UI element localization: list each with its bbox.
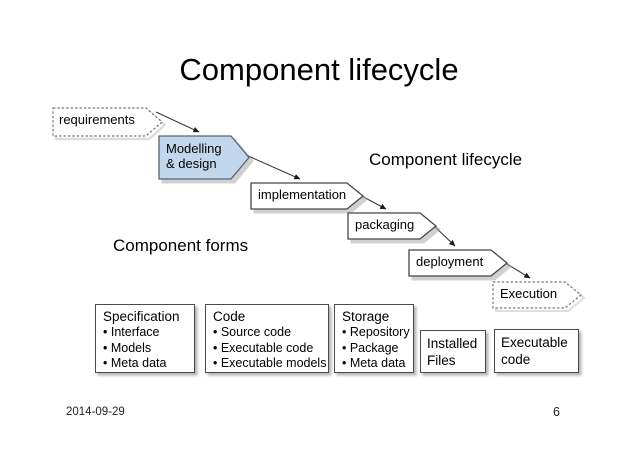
- caption-component-lifecycle: Component lifecycle: [369, 150, 523, 169]
- form-box-item: • Executable code: [213, 340, 314, 355]
- footer-date: 2014-09-29: [66, 406, 125, 418]
- chevron-shape-packaging: [347, 212, 442, 244]
- form-box-title: Installed Files: [427, 335, 478, 368]
- form-box-item: • Meta data: [342, 356, 406, 370]
- page-title: Component lifecycle: [179, 52, 459, 87]
- form-box-title: Code: [213, 309, 246, 324]
- caption-component-forms: Component forms: [113, 236, 249, 255]
- chevron-shape-requirements: [52, 107, 167, 141]
- form-box-specification[interactable]: Specification • Interface • Models • Met…: [95, 304, 195, 373]
- form-box-executable-code[interactable]: Executable code: [494, 329, 579, 373]
- form-box-item: • Package: [342, 340, 399, 355]
- form-box-storage[interactable]: Storage • Repository • Package • Meta da…: [334, 304, 414, 373]
- form-box-item: • Meta data: [103, 356, 167, 370]
- form-box-title: Specification: [103, 309, 180, 324]
- stage-execution[interactable]: Execution: [491, 280, 586, 312]
- form-box-item: • Models: [103, 340, 152, 355]
- form-box-code[interactable]: Code • Source code • Executable code • E…: [205, 304, 329, 373]
- chevron-shape-implementation: [250, 182, 369, 214]
- stage-deployment[interactable]: deployment: [407, 248, 513, 281]
- form-box-item: • Source code: [213, 325, 292, 339]
- form-box-item: • Repository: [342, 325, 410, 339]
- form-box-installed-files[interactable]: Installed Files: [420, 330, 486, 373]
- stage-implementation[interactable]: implementation: [249, 181, 369, 214]
- footer-page-number: 6: [553, 405, 560, 419]
- chevron-shape-execution: [492, 281, 586, 312]
- stage-packaging[interactable]: packaging: [346, 211, 442, 244]
- stage-modelling-design[interactable]: Modelling & design: [157, 134, 254, 184]
- form-box-item: • Executable models: [213, 356, 327, 370]
- form-box-item: • Interface: [103, 325, 160, 339]
- stage-requirements[interactable]: requirements: [50, 105, 167, 141]
- chevron-shape-modelling-design: [158, 135, 254, 184]
- form-box-title: Executable code: [501, 335, 568, 367]
- chevron-shape-deployment: [408, 249, 513, 281]
- form-box-title: Storage: [342, 309, 390, 324]
